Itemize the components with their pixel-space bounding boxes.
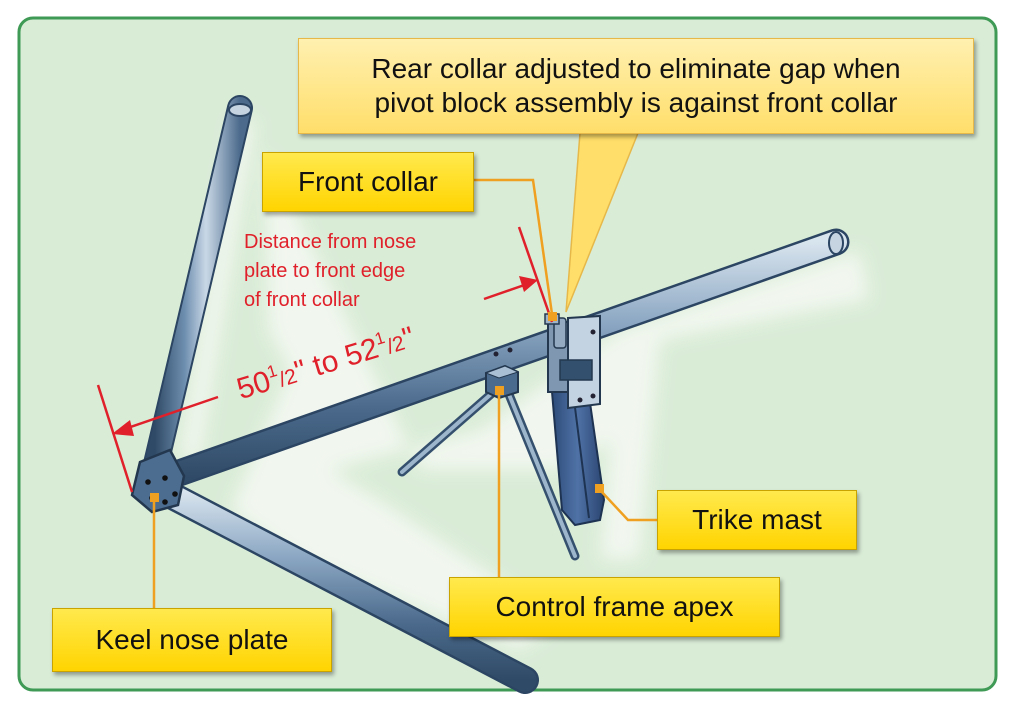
rear-collar-callout-line-1: Rear collar adjusted to eliminate gap wh… — [371, 53, 901, 84]
rear-collar-callout-line-2: pivot block assembly is against front co… — [374, 87, 898, 118]
rear-collar-callout: Rear collar adjusted to eliminate gap wh… — [298, 38, 974, 134]
distance-description-line-2: plate to front edge — [244, 260, 406, 282]
keel-nose-plate-callout: Keel nose plate — [52, 608, 332, 672]
control-frame-apex-block — [484, 364, 520, 400]
trike-mast-callout: Trike mast — [657, 490, 857, 550]
front-collar-callout: Front collar — [262, 152, 474, 212]
keel-nose-plate — [130, 448, 186, 514]
measurement-arrow — [96, 226, 554, 493]
control-frame-apex-callout: Control frame apex — [449, 577, 780, 637]
frame-shadow — [180, 120, 870, 650]
distance-description: Distance from nose plate to front edge o… — [244, 228, 484, 315]
leader-lines — [152, 178, 657, 608]
leader-endpoints — [150, 312, 604, 502]
keel-tube — [151, 228, 850, 492]
distance-description-line-3: of front collar — [244, 289, 360, 311]
distance-description-line-1: Distance from nose — [244, 231, 417, 253]
pivot-block-assembly — [547, 314, 601, 410]
upper-left-tube — [142, 95, 253, 481]
control-frame-legs — [397, 383, 580, 561]
lower-right-tube — [151, 478, 539, 694]
